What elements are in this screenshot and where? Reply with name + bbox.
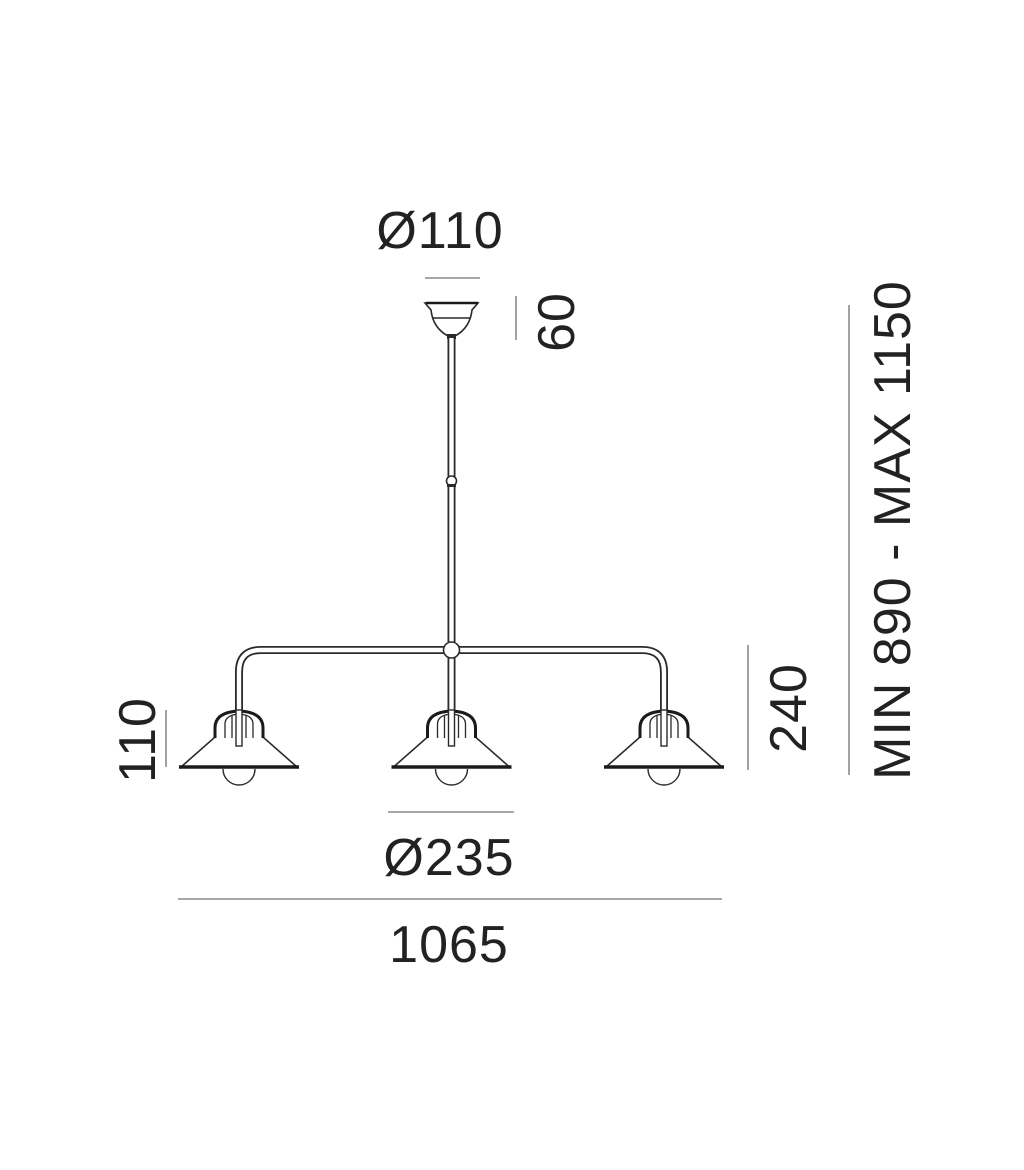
ceiling-canopy: [423, 277, 480, 339]
bulb: [222, 768, 256, 786]
bulb: [647, 768, 681, 786]
right-shade: [603, 709, 725, 786]
arm-drop-label: 240: [760, 663, 818, 753]
horizontal-arm: [235, 641, 668, 712]
canopy-height-label: 60: [528, 292, 586, 352]
center-hub: [442, 641, 461, 659]
shade-height-label: 110: [109, 697, 167, 783]
bulb: [434, 768, 469, 786]
center-shade: [391, 709, 512, 786]
overall-width-label: 1065: [389, 916, 509, 974]
shade-diameter-label: Ø235: [383, 829, 514, 887]
canopy-body: [423, 302, 480, 337]
canopy-diameter-label: Ø110: [376, 202, 503, 260]
left-shade: [178, 709, 300, 786]
overall-height-label: MIN 890 - MAX 1150: [864, 280, 922, 780]
suspension-rod: [445, 338, 458, 642]
canopy-collar: [447, 334, 456, 339]
